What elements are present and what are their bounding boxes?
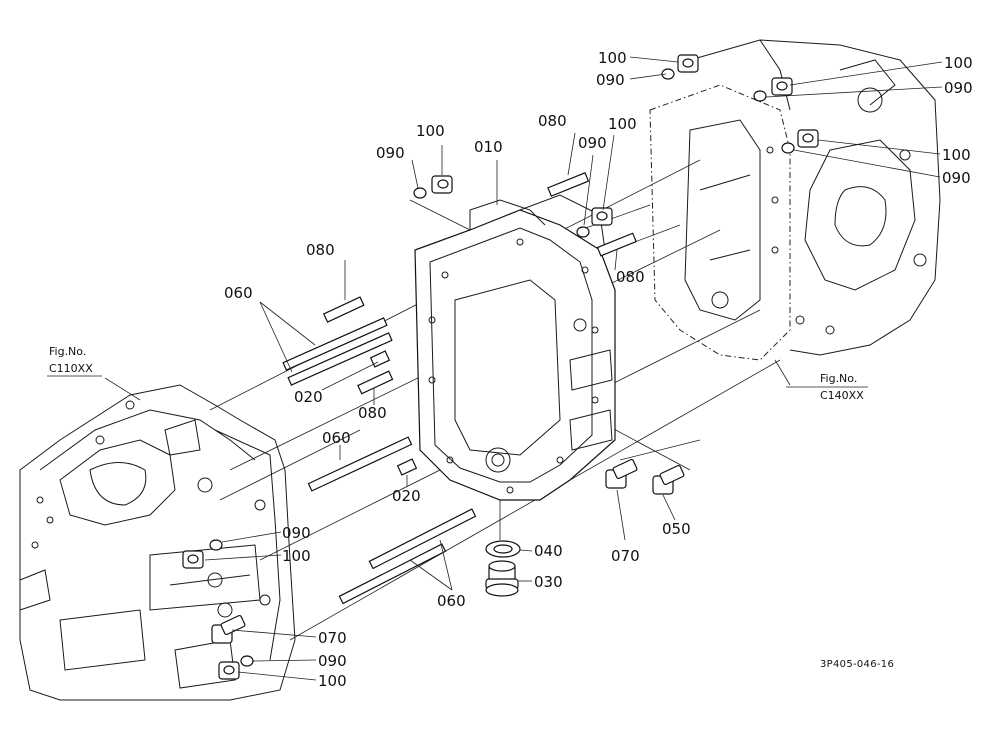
label-060-b: 060 bbox=[322, 429, 351, 447]
fig-ref-left-line2: C110XX bbox=[49, 362, 93, 375]
label-090-a: 090 bbox=[596, 71, 625, 89]
right-transmission-case bbox=[649, 39, 941, 361]
label-070-b: 070 bbox=[318, 629, 347, 647]
drawing-code: 3P405-046-16 bbox=[820, 659, 894, 670]
label-040: 040 bbox=[534, 542, 563, 560]
stud-080-right bbox=[596, 232, 637, 257]
stud-060-a bbox=[282, 317, 388, 371]
label-060-a: 060 bbox=[224, 284, 253, 302]
stud-060-e bbox=[338, 543, 447, 605]
label-090-d: 090 bbox=[376, 144, 405, 162]
stud-080-left bbox=[322, 296, 365, 323]
stud-080-mid bbox=[357, 370, 394, 395]
dowel-020-b bbox=[396, 458, 418, 476]
stud-060-d bbox=[368, 508, 477, 570]
label-020-a: 020 bbox=[294, 388, 323, 406]
label-030: 030 bbox=[534, 573, 563, 591]
studs bbox=[282, 172, 637, 605]
fig-ref-right-line1: Fig.No. bbox=[820, 372, 857, 385]
label-090-e: 090 bbox=[578, 134, 607, 152]
label-100-e: 100 bbox=[608, 115, 637, 133]
label-100-f: 100 bbox=[282, 547, 311, 565]
drain-plug-parts bbox=[485, 540, 521, 597]
stud-080-upper bbox=[547, 172, 590, 197]
nuts-washers bbox=[182, 54, 819, 680]
fig-ref-right-line2: C140XX bbox=[820, 389, 864, 402]
figure-reference-left: Fig.No. C110XX bbox=[47, 345, 102, 377]
label-090-c: 090 bbox=[942, 169, 971, 187]
left-transmission-case bbox=[19, 384, 296, 701]
stud-060-b bbox=[287, 332, 393, 386]
stud-060-c bbox=[307, 436, 413, 492]
part-labels: 100 090 100 090 100 090 100 090 010 080 … bbox=[224, 49, 973, 690]
fig-ref-left-line1: Fig.No. bbox=[49, 345, 86, 358]
label-070-a: 070 bbox=[611, 547, 640, 565]
label-090-g: 090 bbox=[318, 652, 347, 670]
middle-case bbox=[414, 194, 616, 501]
label-090-b: 090 bbox=[944, 79, 973, 97]
label-060-c: 060 bbox=[437, 592, 466, 610]
leader-lines bbox=[104, 56, 943, 681]
label-100-c: 100 bbox=[942, 146, 971, 164]
label-020-b: 020 bbox=[392, 487, 421, 505]
label-010: 010 bbox=[474, 138, 503, 156]
label-100-b: 100 bbox=[944, 54, 973, 72]
label-100-a: 100 bbox=[598, 49, 627, 67]
label-080-b: 080 bbox=[616, 268, 645, 286]
label-100-g: 100 bbox=[318, 672, 347, 690]
label-090-f: 090 bbox=[282, 524, 311, 542]
label-080-d: 080 bbox=[358, 404, 387, 422]
label-080-a: 080 bbox=[538, 112, 567, 130]
label-100-d: 100 bbox=[416, 122, 445, 140]
label-050: 050 bbox=[662, 520, 691, 538]
figure-reference-right: Fig.No. C140XX bbox=[786, 372, 868, 402]
hex-bolts bbox=[211, 458, 685, 644]
label-080-c: 080 bbox=[306, 241, 335, 259]
